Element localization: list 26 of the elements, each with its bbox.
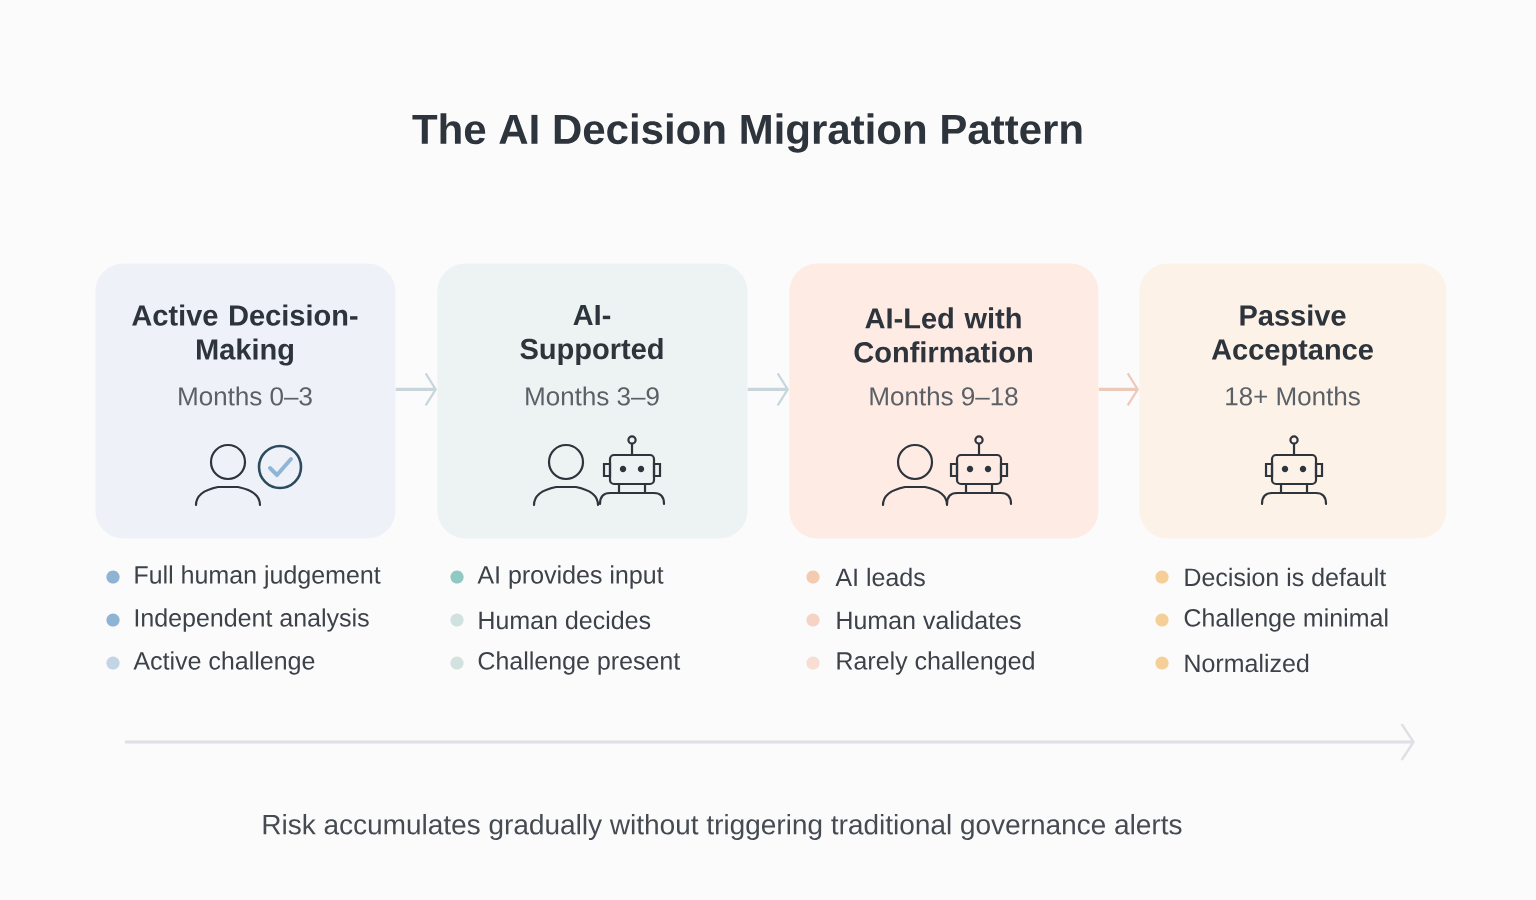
duration-text: Months 0–3	[179, 386, 312, 406]
bullet-text: Human decides	[479, 610, 651, 630]
title: The AI Decision Migration Pattern	[412, 113, 1082, 153]
bullet-text: Active challenge	[133, 651, 315, 675]
bullet-text: Full human judgement	[135, 565, 381, 589]
bullet-text: Challenge present	[478, 651, 681, 675]
stage-card	[95, 263, 396, 539]
duration-text: Months 9–18	[870, 386, 1018, 406]
stage-card	[789, 263, 1099, 539]
card-title: Passive Acceptance	[1211, 304, 1373, 366]
bullet-text: AI leads	[835, 567, 925, 587]
caption: Risk accumulates gradually without triggering traditional governance alerts	[263, 813, 1182, 841]
card-title: AI-Led with Confirmation	[854, 307, 1032, 363]
bullet-text: Rarely challenged	[837, 651, 1034, 675]
duration-text: Months 3–9	[526, 386, 659, 406]
card-title: AI-Supported	[520, 305, 663, 365]
bullet-text: Normalized	[1185, 653, 1309, 673]
duration-text: 18+ Months	[1226, 386, 1360, 406]
card-title: Active Decision-Making	[132, 304, 358, 366]
stage-card	[1139, 263, 1447, 539]
bullet-text: Independent analysis	[135, 608, 369, 632]
bullet-text: Human validates	[837, 610, 1021, 630]
bullet-text: AI provides input	[477, 565, 664, 589]
bullet-text: Challenge minimal	[1184, 608, 1388, 632]
stage-card	[437, 263, 748, 539]
bullet-text: Decision is default	[1185, 567, 1387, 587]
